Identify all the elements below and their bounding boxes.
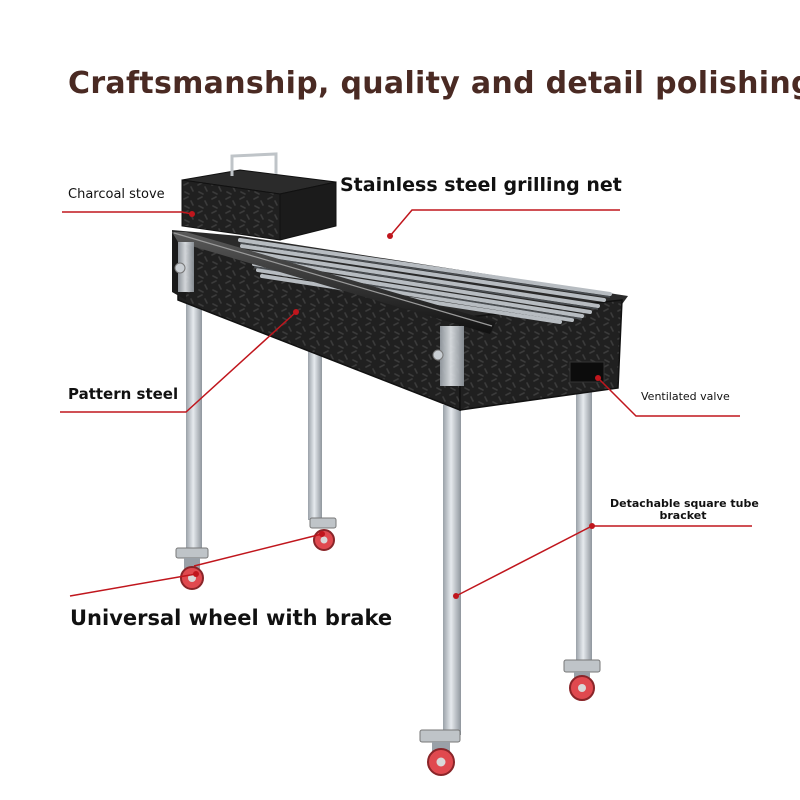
- label-ventilated-valve: Ventilated valve: [641, 390, 730, 403]
- caster-front-left: [175, 547, 209, 590]
- label-universal-wheel: Universal wheel with brake: [70, 606, 393, 630]
- charcoal-stove-handle: [230, 152, 278, 176]
- leader-grilling-net: [389, 209, 620, 237]
- front-right-leg: [443, 405, 461, 735]
- label-charcoal-stove: Charcoal stove: [68, 187, 165, 202]
- leader-charcoal-stove: [62, 211, 193, 215]
- leader-pattern-steel: [60, 311, 297, 413]
- label-bracket: Detachable square tube bracket: [610, 497, 759, 522]
- label-grilling-net: Stainless steel grilling net: [340, 174, 622, 196]
- label-bracket-line2: bracket: [659, 509, 707, 522]
- back-right-leg: [576, 380, 592, 670]
- caster-front-right: [419, 729, 461, 776]
- back-left-leg: [308, 330, 322, 520]
- leader-ventilated-valve: [597, 377, 740, 417]
- caster-back-right: [563, 659, 601, 701]
- page-title: Craftsmanship, quality and detail polish…: [68, 66, 800, 101]
- label-bracket-line1: Detachable square tube: [610, 497, 759, 510]
- label-pattern-steel: Pattern steel: [68, 385, 179, 403]
- leader-wheel-front: [69, 573, 197, 597]
- charcoal-stove-side: [279, 181, 337, 241]
- leader-bracket: [455, 525, 752, 597]
- front-left-leg: [186, 250, 202, 550]
- front-rail: [172, 232, 496, 334]
- leader-wheel-back: [193, 533, 323, 567]
